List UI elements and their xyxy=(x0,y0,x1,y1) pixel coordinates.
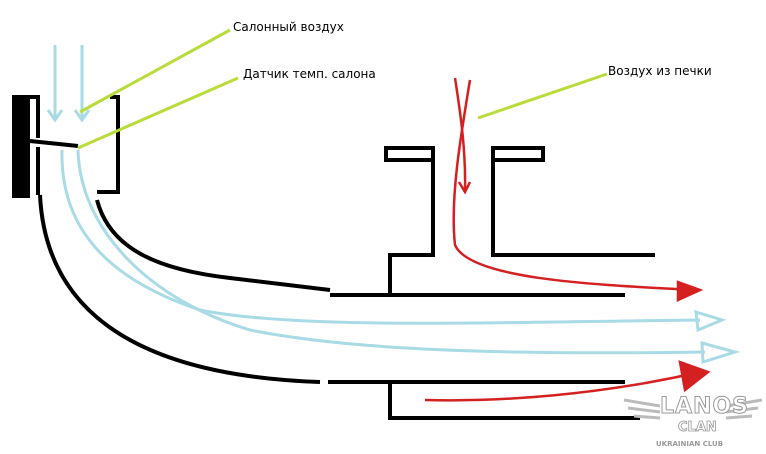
callout-lines xyxy=(77,28,608,150)
label-cabin-temp-sensor: Датчик темп. салона xyxy=(243,67,376,81)
lanos-clan-logo: LANOS CLAN UKRAINIAN CLUB xyxy=(620,392,766,454)
logo-subtitle: CLAN xyxy=(678,420,718,436)
heater-duct xyxy=(328,146,655,420)
outer-duct-curve xyxy=(38,194,321,384)
logo-tagline: UKRAINIAN CLUB xyxy=(656,440,724,448)
label-cabin-air: Салонный воздух xyxy=(233,20,344,34)
logo-title: LANOS xyxy=(659,394,750,420)
cabin-air-flow xyxy=(46,45,741,365)
heater-air-flow xyxy=(424,77,711,402)
sensor-plate xyxy=(29,139,79,148)
sensor-housing xyxy=(29,95,120,195)
left-wall-block xyxy=(12,95,30,198)
wings-icon xyxy=(623,398,763,420)
label-heater-air: Воздух из печки xyxy=(608,64,712,78)
inner-duct-curve xyxy=(95,199,331,292)
